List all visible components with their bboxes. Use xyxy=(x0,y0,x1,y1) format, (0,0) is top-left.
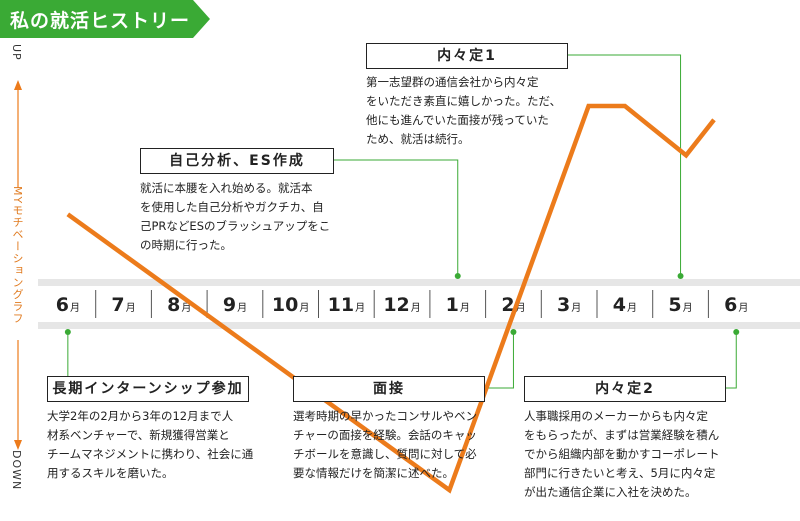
connector-dot xyxy=(677,273,684,279)
annotation-title-interview: 面接 xyxy=(293,376,485,402)
annotation-line: 大学2年の2月から3年の12月まで人 xyxy=(47,409,234,423)
timeline-strip xyxy=(38,286,800,322)
annotation-line: 要な情報だけを簡潔に述べた。 xyxy=(293,466,454,480)
annotation-title-offer-2: 内々定2 xyxy=(524,376,726,402)
connector-interview xyxy=(483,332,514,389)
up-arrow-icon xyxy=(14,80,22,90)
axis-title: MYモチベーショングラフ xyxy=(11,186,24,325)
annotation-line: 部門に行きたいと考え、5月に内々定 xyxy=(524,466,716,480)
month-label: 3月 xyxy=(557,294,581,316)
month-label: 9月 xyxy=(223,294,247,316)
month-label: 5月 xyxy=(668,294,692,316)
annotation-line: チームマネジメントに携わり、社会に通 xyxy=(47,447,254,461)
annotation-title-internship: 長期インターンシップ参加 xyxy=(47,376,249,402)
annotation-line: 人事職採用のメーカーからも内々定 xyxy=(524,409,708,423)
page-title: 私の就活ヒストリー xyxy=(10,10,191,32)
annotation-line: 材系ベンチャーで、新規獲得営業と xyxy=(47,428,230,442)
annotation-line: でから組織内部を動かすコーポレート xyxy=(524,447,720,461)
annotation-text-offer-2: 人事職採用のメーカーからも内々定 をもらったが、まずは営業経験を積ん でから組織… xyxy=(524,407,764,502)
month-label: 4月 xyxy=(613,294,637,316)
month-label: 6月 xyxy=(724,294,748,316)
annotation-line: が出た通信企業に入社を決めた。 xyxy=(524,485,697,499)
annotation-line: 用するスキルを磨いた。 xyxy=(47,466,174,480)
connector-self-analysis xyxy=(332,159,459,276)
annotation-text-internship: 大学2年の2月から3年の12月まで人 材系ベンチャーで、新規獲得営業と チームマ… xyxy=(47,407,282,483)
annotation-line: チボールを意識し、質問に対して必 xyxy=(293,447,477,461)
annotation-line: 選考時期の早かったコンサルやベン xyxy=(293,409,477,423)
annotation-line: ため、就活は続行。 xyxy=(366,132,470,146)
connector-offer-1 xyxy=(566,54,682,276)
axis-down-label: DOWN xyxy=(10,450,23,491)
connector-dot xyxy=(64,329,71,335)
title-banner xyxy=(0,0,210,38)
month-label: 1月 xyxy=(446,294,470,316)
month-label: 7月 xyxy=(111,294,135,316)
connector-dot xyxy=(454,273,461,279)
annotation-line: 己PRなどESのブラッシュアップをこ xyxy=(140,219,331,233)
annotation-line: の時期に行った。 xyxy=(140,238,232,252)
annotation-line: をいただき素直に嬉しかった。ただ、 xyxy=(366,94,562,108)
annotation-text-offer-1: 第一志望群の通信会社から内々定 をいただき素直に嬉しかった。ただ、 他にも進んで… xyxy=(366,73,591,149)
connector-dot xyxy=(733,329,740,335)
month-label: 2月 xyxy=(501,294,525,316)
month-label: 12月 xyxy=(383,294,420,316)
annotation-line: 就活に本腰を入れ始める。就活本 xyxy=(140,181,313,195)
annotation-title-offer-1: 内々定1 xyxy=(366,43,568,69)
month-label: 10月 xyxy=(272,294,309,316)
down-arrow-icon xyxy=(14,440,22,450)
annotation-line: チャーの面接を経験。会話のキャッ xyxy=(293,428,477,442)
annotation-text-self-analysis: 就活に本腰を入れ始める。就活本 を使用した自己分析やガクチカ、自 己PRなどES… xyxy=(140,179,365,255)
annotation-line: 他にも進んでいた面接が残っていた xyxy=(366,113,549,127)
month-label: 6月 xyxy=(56,294,80,316)
connector-dot xyxy=(510,329,517,335)
motivation-line xyxy=(66,103,716,494)
month-label: 8月 xyxy=(167,294,191,316)
axis-up-label: UP xyxy=(10,44,23,61)
annotation-title-self-analysis: 自己分析、ES作成 xyxy=(140,148,334,174)
annotation-line: を使用した自己分析やガクチカ、自 xyxy=(140,200,324,214)
connector-offer-2 xyxy=(724,332,737,389)
annotation-line: をもらったが、まずは営業経験を積ん xyxy=(524,428,720,442)
annotation-text-interview: 選考時期の早かったコンサルやベン チャーの面接を経験。会話のキャッ チボールを意… xyxy=(293,407,511,483)
annotation-line: 第一志望群の通信会社から内々定 xyxy=(366,75,539,89)
month-label: 11月 xyxy=(328,294,365,316)
